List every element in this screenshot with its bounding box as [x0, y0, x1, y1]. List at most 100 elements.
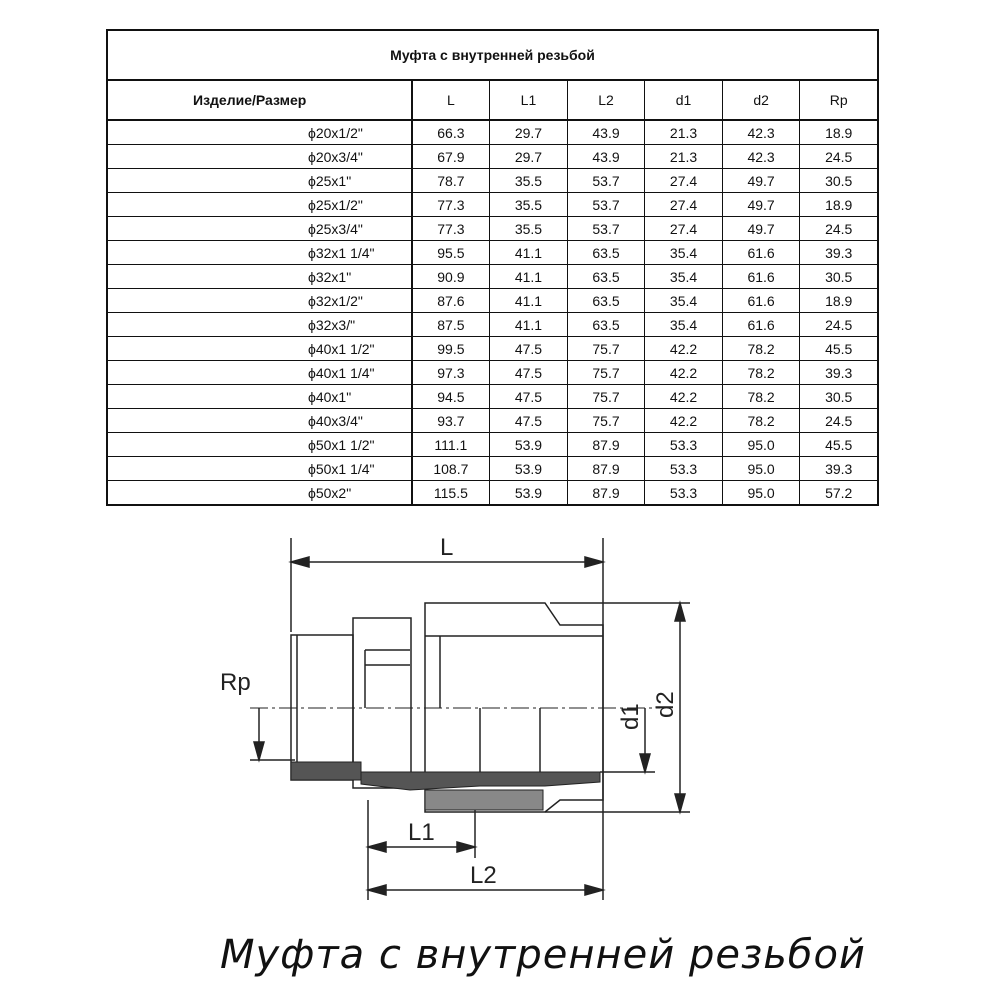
cell-d2: 61.6 [721, 240, 801, 265]
cell-size: ϕ32x1" [106, 264, 413, 289]
header-product-size: Изделие/Размер [106, 79, 413, 121]
cell-d2: 95.0 [721, 480, 801, 506]
cell-l1: 47.5 [489, 408, 568, 433]
label-L: L [440, 534, 453, 561]
cell-l: 78.7 [411, 168, 491, 193]
header-l: L [411, 79, 491, 121]
cell-d2: 61.6 [721, 264, 801, 289]
cell-l2: 63.5 [566, 264, 646, 289]
table-title: Муфта с внутренней резьбой [106, 29, 879, 81]
cell-size: ϕ32x1 1/4" [106, 240, 413, 265]
cell-d1: 27.4 [644, 216, 723, 241]
cell-l2: 75.7 [566, 408, 646, 433]
cell-l2: 63.5 [566, 240, 646, 265]
cell-d1: 53.3 [644, 480, 723, 506]
cell-l: 77.3 [411, 192, 491, 217]
cell-d1: 35.4 [644, 264, 723, 289]
cell-l: 95.5 [411, 240, 491, 265]
spec-table: Муфта с внутренней резьбой Изделие/Разме… [106, 29, 879, 506]
cell-rp: 45.5 [799, 432, 879, 457]
cell-l: 99.5 [411, 336, 491, 361]
cell-d1: 35.4 [644, 288, 723, 313]
cell-l1: 35.5 [489, 216, 568, 241]
cell-d1: 27.4 [644, 168, 723, 193]
cell-l1: 35.5 [489, 168, 568, 193]
label-d1: d1 [617, 703, 644, 730]
cell-rp: 24.5 [799, 312, 879, 337]
cell-l: 111.1 [411, 432, 491, 457]
cell-l2: 63.5 [566, 288, 646, 313]
cell-rp: 39.3 [799, 240, 879, 265]
cell-l: 87.5 [411, 312, 491, 337]
cell-l: 67.9 [411, 144, 491, 169]
cell-l2: 53.7 [566, 216, 646, 241]
cell-rp: 30.5 [799, 264, 879, 289]
label-L1: L1 [408, 819, 435, 846]
header-l2: L2 [566, 79, 646, 121]
cell-d1: 27.4 [644, 192, 723, 217]
cell-l1: 53.9 [489, 480, 568, 506]
cell-l: 93.7 [411, 408, 491, 433]
cell-l1: 53.9 [489, 432, 568, 457]
cell-l2: 63.5 [566, 312, 646, 337]
cell-rp: 30.5 [799, 168, 879, 193]
cell-rp: 24.5 [799, 144, 879, 169]
cell-d1: 21.3 [644, 119, 723, 145]
cell-d2: 49.7 [721, 192, 801, 217]
cell-l2: 87.9 [566, 480, 646, 506]
cell-l2: 75.7 [566, 336, 646, 361]
cell-rp: 18.9 [799, 192, 879, 217]
label-Rp: Rp [220, 669, 251, 696]
cell-l1: 29.7 [489, 144, 568, 169]
cell-size: ϕ40x1" [106, 384, 413, 409]
cell-l2: 87.9 [566, 456, 646, 481]
cell-l2: 53.7 [566, 192, 646, 217]
cell-l: 108.7 [411, 456, 491, 481]
cell-d2: 42.3 [721, 144, 801, 169]
cell-d2: 49.7 [721, 216, 801, 241]
cell-l: 115.5 [411, 480, 491, 506]
cell-d1: 35.4 [644, 240, 723, 265]
label-d2: d2 [652, 691, 679, 718]
header-rp: Rp [799, 79, 879, 121]
cell-d1: 21.3 [644, 144, 723, 169]
cell-rp: 39.3 [799, 360, 879, 385]
cell-l1: 41.1 [489, 288, 568, 313]
cell-l1: 35.5 [489, 192, 568, 217]
cell-l: 66.3 [411, 119, 491, 145]
cell-size: ϕ50x2" [106, 480, 413, 506]
cell-l2: 75.7 [566, 360, 646, 385]
cell-l: 77.3 [411, 216, 491, 241]
cell-l1: 41.1 [489, 264, 568, 289]
cell-rp: 18.9 [799, 119, 879, 145]
cell-d2: 78.2 [721, 336, 801, 361]
cell-d1: 42.2 [644, 360, 723, 385]
cell-l: 94.5 [411, 384, 491, 409]
header-l1: L1 [489, 79, 568, 121]
cell-d1: 53.3 [644, 456, 723, 481]
cell-l: 90.9 [411, 264, 491, 289]
cell-rp: 57.2 [799, 480, 879, 506]
cell-l2: 43.9 [566, 119, 646, 145]
header-d2: d2 [721, 79, 801, 121]
cell-size: ϕ20x1/2" [106, 119, 413, 145]
cell-l: 87.6 [411, 288, 491, 313]
cell-size: ϕ20x3/4" [106, 144, 413, 169]
cell-d2: 61.6 [721, 312, 801, 337]
cell-size: ϕ32x3/" [106, 312, 413, 337]
cell-size: ϕ40x1 1/4" [106, 360, 413, 385]
cell-d2: 95.0 [721, 432, 801, 457]
cell-l1: 41.1 [489, 312, 568, 337]
cell-d1: 35.4 [644, 312, 723, 337]
cell-rp: 24.5 [799, 216, 879, 241]
